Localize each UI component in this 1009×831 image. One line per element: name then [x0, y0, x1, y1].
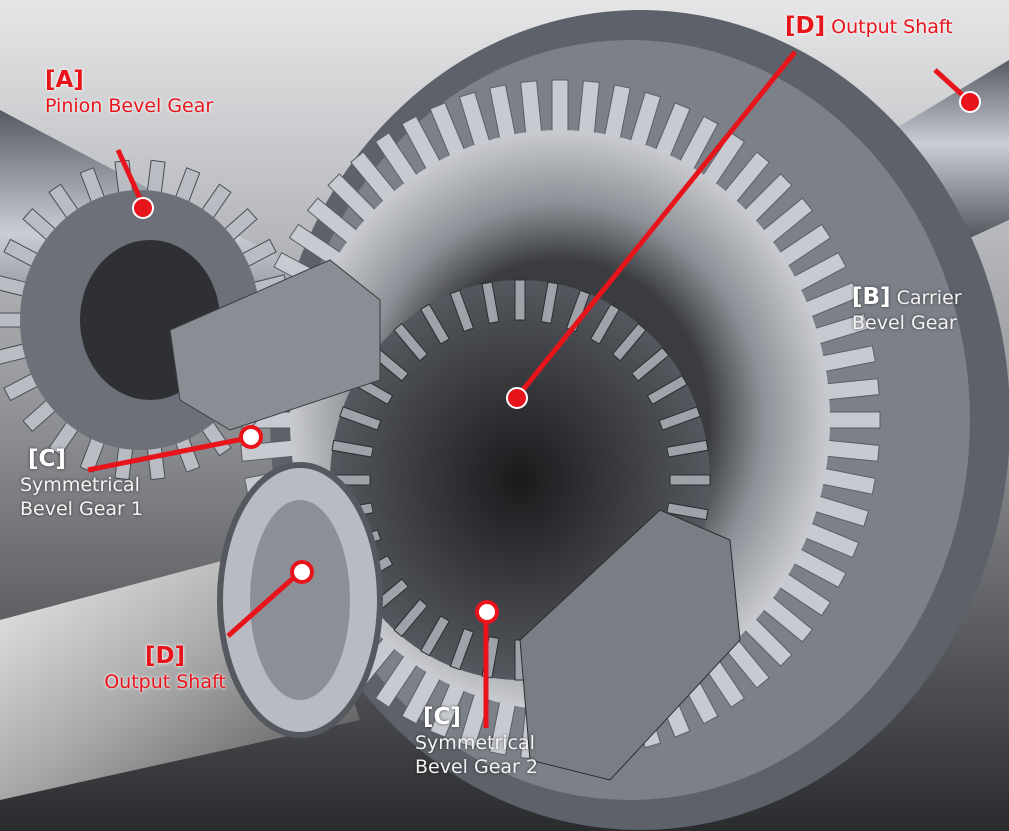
label-d-top: [D]Output Shaft — [785, 12, 953, 41]
label-a-tag: [A] — [45, 67, 84, 93]
marker-dot-d-top-right — [959, 91, 981, 113]
cross-pin-block-left — [169, 259, 381, 431]
label-c1-text2: Bevel Gear 1 — [20, 497, 143, 520]
label-d-top-text: Output Shaft — [831, 16, 953, 38]
gear-tooth — [449, 289, 475, 333]
marker-dot-c2 — [475, 600, 499, 624]
label-d-bottom-tag: [D] — [144, 643, 186, 669]
marker-dot-a — [132, 197, 154, 219]
gear-tooth — [419, 303, 451, 345]
cross-pin-block-right — [519, 509, 741, 781]
gear-tooth — [646, 374, 688, 406]
label-a: [A] Pinion Bevel Gear — [45, 66, 213, 119]
leader-line-a — [115, 148, 146, 207]
label-c1-tag: [C] — [28, 446, 66, 472]
gear-tooth — [589, 303, 621, 345]
label-a-text: Pinion Bevel Gear — [45, 94, 214, 117]
gear-tooth — [666, 439, 709, 458]
label-c2-tag: [C] — [423, 704, 461, 730]
label-b-text1: Carrier — [896, 287, 962, 309]
gear-tooth — [393, 598, 429, 638]
gear-tooth — [481, 281, 500, 324]
label-d-bottom: [D] Output Shaft — [95, 642, 235, 695]
gear-tooth — [331, 439, 374, 458]
gear-tooth — [449, 627, 475, 671]
label-d-bottom-text: Output Shaft — [104, 670, 226, 693]
gear-tooth — [630, 346, 670, 382]
label-b: [B] Carrier Bevel Gear — [852, 283, 962, 336]
gear-tooth — [658, 406, 701, 431]
leader-line-d-top — [516, 50, 797, 398]
gear-tooth — [669, 474, 711, 486]
label-c1-text1: Symmetrical — [20, 473, 140, 496]
marker-dot-d-bottom — [290, 560, 314, 584]
leader-line-c1 — [87, 435, 249, 473]
gear-tooth — [611, 322, 647, 362]
gear-tooth — [666, 502, 709, 521]
leader-line-d-bottom — [226, 570, 302, 638]
label-b-tag: [B] — [852, 284, 891, 310]
label-c1: [C] Symmetrical Bevel Gear 1 — [20, 445, 143, 521]
marker-dot-c1 — [239, 425, 263, 449]
label-c2-text1: Symmetrical — [415, 731, 535, 754]
gear-tooth — [419, 615, 451, 657]
gear-tooth — [393, 322, 429, 362]
gear-tooth — [514, 279, 526, 321]
label-c2-text2: Bevel Gear 2 — [415, 755, 538, 778]
label-d-top-tag: [D] — [785, 13, 826, 39]
marker-dot-d-top — [506, 387, 528, 409]
gear-tooth — [540, 281, 559, 324]
label-c2: [C] Symmetrical Bevel Gear 2 — [415, 703, 538, 779]
label-b-text2: Bevel Gear — [852, 311, 957, 334]
gear-tooth — [339, 406, 382, 431]
